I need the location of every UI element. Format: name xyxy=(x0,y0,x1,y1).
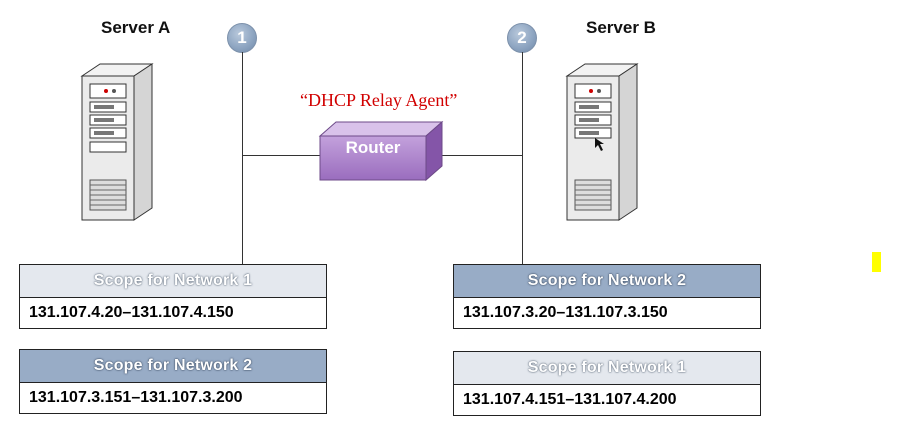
network-2-line xyxy=(522,52,523,264)
scope-range: 131.107.3.20–131.107.3.150 xyxy=(454,298,760,328)
scope-title: Scope for Network 2 xyxy=(20,350,326,383)
scope-title: Scope for Network 1 xyxy=(454,352,760,385)
server-a-scope-network-1: Scope for Network 1 131.107.4.20–131.107… xyxy=(19,264,327,329)
router-label: Router xyxy=(345,138,401,157)
network-2-badge: 2 xyxy=(507,23,537,53)
network-2-router-link xyxy=(440,155,522,156)
server-a-scope-network-2: Scope for Network 2 131.107.3.151–131.10… xyxy=(19,349,327,414)
scope-range: 131.107.4.20–131.107.4.150 xyxy=(20,298,326,328)
highlight-marker xyxy=(872,252,881,272)
scope-title: Scope for Network 2 xyxy=(454,265,760,298)
relay-agent-label: “DHCP Relay Agent” xyxy=(300,90,458,110)
scope-range: 131.107.4.151–131.107.4.200 xyxy=(454,385,760,415)
router-icon xyxy=(318,120,444,182)
scope-title: Scope for Network 1 xyxy=(20,265,326,298)
server-a-label: Server A xyxy=(101,18,171,37)
network-1-router-link xyxy=(242,155,322,156)
server-b-scope-network-1: Scope for Network 1 131.107.4.151–131.10… xyxy=(453,351,761,416)
network-1-badge: 1 xyxy=(227,23,257,53)
server-b-scope-network-2: Scope for Network 2 131.107.3.20–131.107… xyxy=(453,264,761,329)
network-1-line xyxy=(242,52,243,264)
server-b-tower-icon xyxy=(565,63,639,221)
scope-range: 131.107.3.151–131.107.3.200 xyxy=(20,383,326,413)
server-a-tower-icon xyxy=(80,63,154,221)
server-b-label: Server B xyxy=(586,18,656,37)
